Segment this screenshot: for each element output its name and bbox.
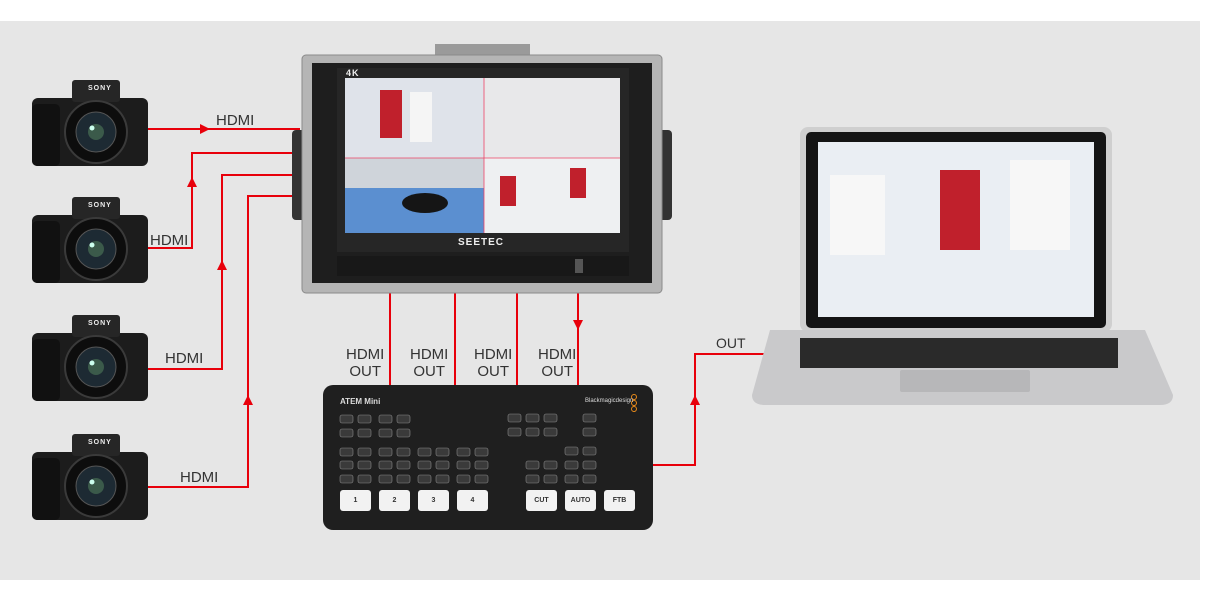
switcher-small-key — [543, 427, 558, 437]
switcher-small-key — [435, 474, 450, 484]
camera-1 — [31, 79, 149, 167]
camera-4-brand: SONY — [88, 439, 112, 446]
switcher-small-key — [525, 460, 540, 470]
switcher-small-key — [543, 460, 558, 470]
switcher-small-key — [378, 460, 393, 470]
input-key-1: 1 — [340, 490, 371, 511]
switcher-small-key — [339, 474, 354, 484]
camera-2-brand: SONY — [88, 202, 112, 209]
action-key-ftb: FTB — [604, 490, 635, 511]
label-line: OUT — [349, 363, 381, 380]
switcher-small-key — [396, 447, 411, 457]
camera-3-brand: SONY — [88, 320, 112, 327]
switcher-small-key — [564, 446, 579, 456]
camera-2 — [31, 196, 149, 284]
switcher-small-key — [378, 474, 393, 484]
switcher-small-key — [525, 427, 540, 437]
switcher-small-key — [396, 414, 411, 424]
label-line: OUT — [413, 363, 445, 380]
switcher-small-key — [564, 460, 579, 470]
laptop-link-label: OUT — [716, 335, 746, 351]
switcher-small-key — [417, 447, 432, 457]
camera-1-link-label: HDMI — [216, 112, 255, 129]
laptop — [752, 127, 1173, 405]
switcher-small-key — [507, 413, 522, 423]
switcher-small-key — [339, 414, 354, 424]
switcher-small-key — [543, 474, 558, 484]
switcher-small-key — [357, 474, 372, 484]
wire-camera-4 — [148, 195, 300, 488]
switcher-small-key — [417, 474, 432, 484]
switcher-small-key — [378, 414, 393, 424]
switcher-small-key — [582, 427, 597, 437]
label-line: HDMI — [346, 346, 385, 363]
switcher-small-key — [396, 428, 411, 438]
input-key-3: 3 — [418, 490, 449, 511]
switcher-small-key — [507, 427, 522, 437]
wire-camera-2 — [148, 152, 300, 249]
switcher-small-key — [474, 447, 489, 457]
switcher-small-key — [564, 474, 579, 484]
switcher-small-key — [474, 474, 489, 484]
label-line: HDMI — [474, 346, 513, 363]
switcher-small-key — [456, 447, 471, 457]
switcher-small-key — [525, 474, 540, 484]
action-key-auto: AUTO — [565, 490, 596, 511]
switcher-small-key — [456, 474, 471, 484]
switcher-small-key — [456, 460, 471, 470]
switcher-small-key — [339, 447, 354, 457]
switcher-small-key — [339, 428, 354, 438]
camera-4-link-label: HDMI — [180, 469, 219, 486]
switcher-small-key — [378, 428, 393, 438]
input-key-4: 4 — [457, 490, 488, 511]
monitor-4k-badge: 4K — [346, 68, 360, 78]
switcher-small-key — [378, 447, 393, 457]
wires-monitor-out — [389, 292, 579, 385]
switcher-small-key — [582, 413, 597, 423]
switcher-small-key — [396, 474, 411, 484]
switcher-small-key — [525, 413, 540, 423]
switcher-small-key — [417, 460, 432, 470]
switcher-small-key — [435, 447, 450, 457]
switcher-small-key — [357, 460, 372, 470]
switcher-brand: Blackmagicdesign — [585, 398, 634, 404]
switcher-small-key — [339, 460, 354, 470]
label-line: OUT — [477, 363, 509, 380]
switcher-small-key — [582, 446, 597, 456]
switcher-small-key — [474, 460, 489, 470]
switcher-small-key — [582, 460, 597, 470]
label-line: HDMI — [538, 346, 577, 363]
input-key-2: 2 — [379, 490, 410, 511]
switcher-small-key — [357, 447, 372, 457]
wire-camera-3 — [148, 174, 300, 370]
switcher-small-key — [435, 460, 450, 470]
switcher-title: ATEM Mini — [340, 397, 381, 406]
switcher-small-key — [357, 428, 372, 438]
wires — [148, 124, 780, 488]
screen-quad-2 — [484, 78, 620, 158]
camera-2-link-label: HDMI — [150, 232, 189, 249]
switcher-small-key — [543, 413, 558, 423]
label-line: HDMI — [410, 346, 449, 363]
camera-3-link-label: HDMI — [165, 350, 204, 367]
action-key-cut: CUT — [526, 490, 557, 511]
monitor-brand: SEETEC — [458, 237, 505, 248]
switcher-small-key — [357, 414, 372, 424]
monitor — [292, 44, 672, 294]
camera-4 — [31, 433, 149, 521]
camera-3 — [31, 314, 149, 402]
switcher-small-key — [582, 474, 597, 484]
camera-1-brand: SONY — [88, 85, 112, 92]
switcher-small-key — [396, 460, 411, 470]
label-line: OUT — [541, 363, 573, 380]
